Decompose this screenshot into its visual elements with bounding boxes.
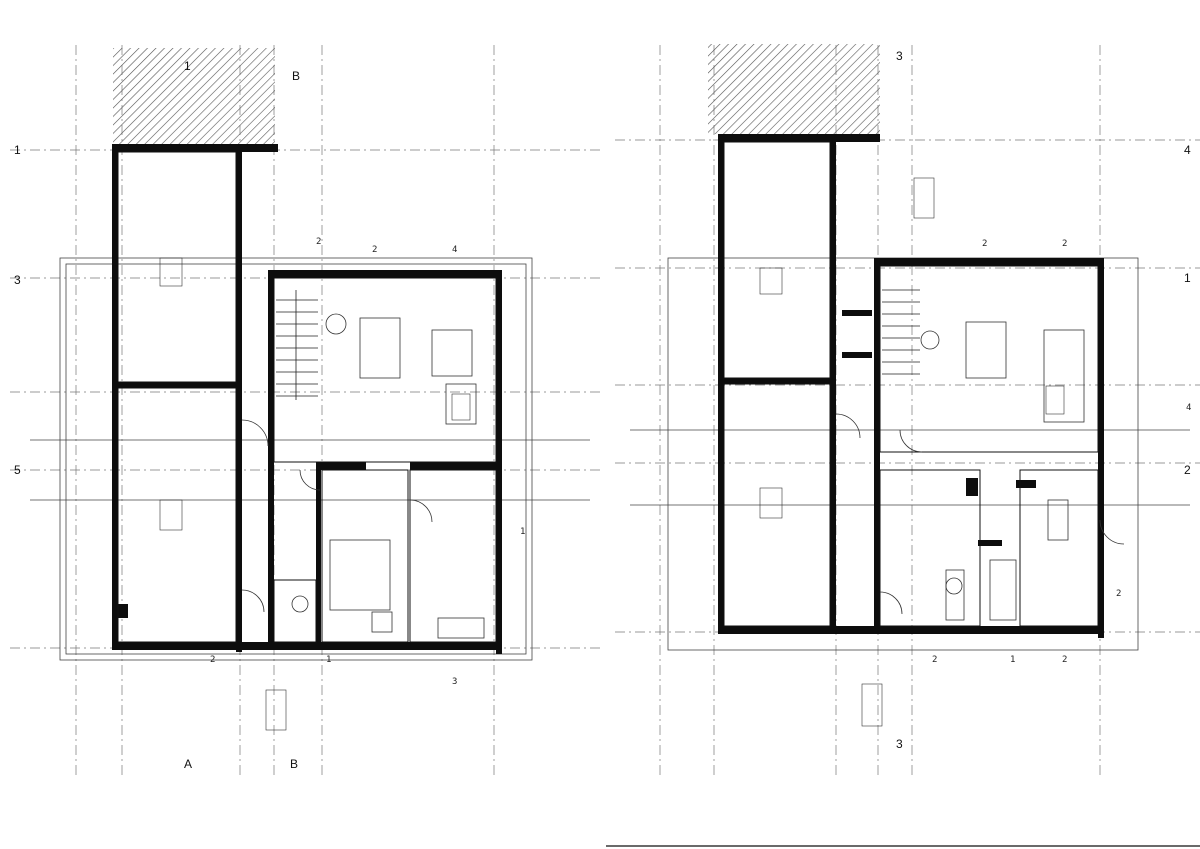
left-furniture <box>291 313 485 639</box>
right-dim-1: 2 <box>982 239 987 249</box>
left-dim-4: 3 <box>452 677 457 687</box>
right-axis-label-side-mid: 1 <box>1184 271 1191 285</box>
right-grid-lines <box>615 45 1200 775</box>
right-dimension-numbers: 2 2 4 2 1 2 2 <box>932 239 1191 665</box>
right-room-labels <box>759 177 1065 727</box>
left-axis-label-top-1: 1 <box>184 59 191 73</box>
right-axis-label-side-top: 4 <box>1184 143 1191 157</box>
left-axis-label-b: B <box>290 757 298 771</box>
left-doors <box>241 419 433 613</box>
left-axis-label-side-3: 3 <box>14 273 21 287</box>
left-terrace-hatch <box>113 48 275 144</box>
right-dim-5: 2 <box>932 655 937 665</box>
right-walls <box>718 134 1104 638</box>
left-dim-2: 2 <box>372 245 377 255</box>
right-dim-6: 2 <box>1116 589 1121 599</box>
left-room-labels <box>159 257 471 731</box>
left-dim-6: 1 <box>520 527 525 537</box>
left-dimension-numbers: 2 1 2 4 3 2 1 <box>210 237 525 687</box>
right-axis-label-bottom: 3 <box>896 737 903 751</box>
left-axis-label-side-1: 1 <box>14 143 21 157</box>
left-stair <box>276 290 318 400</box>
right-terrace-hatch <box>708 44 880 134</box>
right-stair <box>882 289 920 375</box>
right-floor-plan: 3 3 4 1 2 2 2 4 2 1 2 2 <box>615 44 1200 775</box>
right-dim-0: 2 <box>1062 239 1067 249</box>
right-axis-label-side-bot: 2 <box>1184 463 1191 477</box>
left-dim-3: 4 <box>452 245 457 255</box>
right-rooms <box>723 141 1099 627</box>
left-grid-lines <box>10 45 600 775</box>
left-axis-label-top-b: B <box>292 69 300 83</box>
right-dim-3: 2 <box>1062 655 1067 665</box>
left-rooms <box>117 151 497 643</box>
left-dim-0: 2 <box>210 655 215 665</box>
right-axis-label-top: 3 <box>896 49 903 63</box>
left-axis-label-a: A <box>184 757 192 771</box>
right-furniture <box>920 321 1085 621</box>
left-dim-1: 1 <box>326 655 331 665</box>
left-floor-plan: A B 1 B 1 3 5 2 1 2 4 3 2 1 <box>10 45 600 775</box>
right-doors <box>835 413 1125 615</box>
left-walls <box>112 144 502 654</box>
right-dim-4: 1 <box>1010 655 1015 665</box>
left-axis-label-side-5: 5 <box>14 463 21 477</box>
left-dim-5: 2 <box>316 237 321 247</box>
right-dim-2: 4 <box>1186 403 1191 413</box>
